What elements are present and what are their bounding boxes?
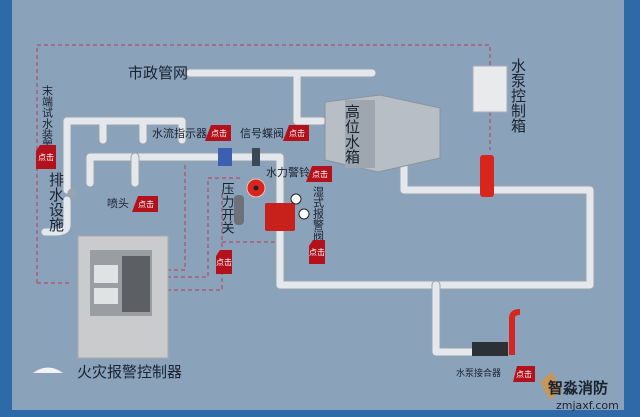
wet-alarm-valve-icon xyxy=(265,203,295,231)
label-end-test-device: 末端试水装置 xyxy=(41,84,54,151)
click-button-end-test[interactable]: 点击 xyxy=(36,145,56,169)
logo: 智淼消防 zmjaxf.com xyxy=(540,372,619,412)
svg-text:点击: 点击 xyxy=(312,169,328,179)
logo-url: zmjaxf.com xyxy=(556,399,619,412)
svg-text:点击: 点击 xyxy=(309,247,325,257)
label-pump-control-box: 水泵控制箱 xyxy=(509,58,527,133)
svg-text:点击: 点击 xyxy=(216,257,232,267)
label-fire-alarm-controller: 火灾报警控制器 xyxy=(77,363,182,381)
water-flow-indicator-icon xyxy=(218,148,232,166)
pressure-switch-icon xyxy=(234,195,244,225)
logo-name: 智淼消防 xyxy=(548,379,608,397)
svg-text:点击: 点击 xyxy=(516,369,532,379)
bottom-frame xyxy=(12,410,624,417)
click-button-pressure-switch[interactable]: 点击 xyxy=(216,250,232,274)
pump-control-box xyxy=(472,65,508,113)
click-button-sprinkler[interactable]: 点击 xyxy=(132,196,158,212)
pump-adapter-valves xyxy=(472,342,508,356)
label-signal-butterfly-valve: 信号蝶阀 xyxy=(240,126,284,140)
high-water-tank xyxy=(324,94,441,173)
fire-alarm-controller[interactable] xyxy=(77,235,169,359)
click-button-pump-adapter[interactable]: 点击 xyxy=(513,366,535,382)
svg-text:点击: 点击 xyxy=(38,152,54,162)
pipe-network xyxy=(41,68,595,357)
logo-mark-icon xyxy=(540,372,562,400)
svg-text:点击: 点击 xyxy=(211,128,227,138)
label-pump-adapter: 水泵接合器 xyxy=(456,367,501,379)
label-water-alarm-bell: 水力警铃 xyxy=(266,165,310,179)
label-water-flow-indicator: 水流指示器 xyxy=(152,126,207,140)
label-sprinkler: 喷头 xyxy=(107,197,129,210)
smoke-detector-icon xyxy=(33,367,63,373)
svg-text:点击: 点击 xyxy=(138,199,154,209)
label-drainage: 排水设施 xyxy=(47,172,65,233)
click-button-wet-alarm-valve[interactable]: 点击 xyxy=(309,240,325,264)
label-high-water-tank: 高位水箱 xyxy=(343,104,361,164)
label-pressure-switch: 压力开关 xyxy=(219,182,235,234)
butterfly-valve-icon xyxy=(252,148,260,166)
right-frame xyxy=(624,0,640,417)
click-button-alarm-bell[interactable]: 点击 xyxy=(306,166,332,182)
svg-text:点击: 点击 xyxy=(289,128,305,138)
fire-pump-icon xyxy=(480,155,494,197)
click-button-water-flow-indicator[interactable]: 点击 xyxy=(205,125,231,141)
pump-adapter-riser xyxy=(509,309,521,355)
label-municipal-network: 市政管网 xyxy=(128,64,188,82)
click-button-signal-valve[interactable]: 点击 xyxy=(283,125,309,141)
left-frame xyxy=(0,0,12,417)
label-wet-alarm-valve: 湿式报警阀 xyxy=(312,186,325,242)
